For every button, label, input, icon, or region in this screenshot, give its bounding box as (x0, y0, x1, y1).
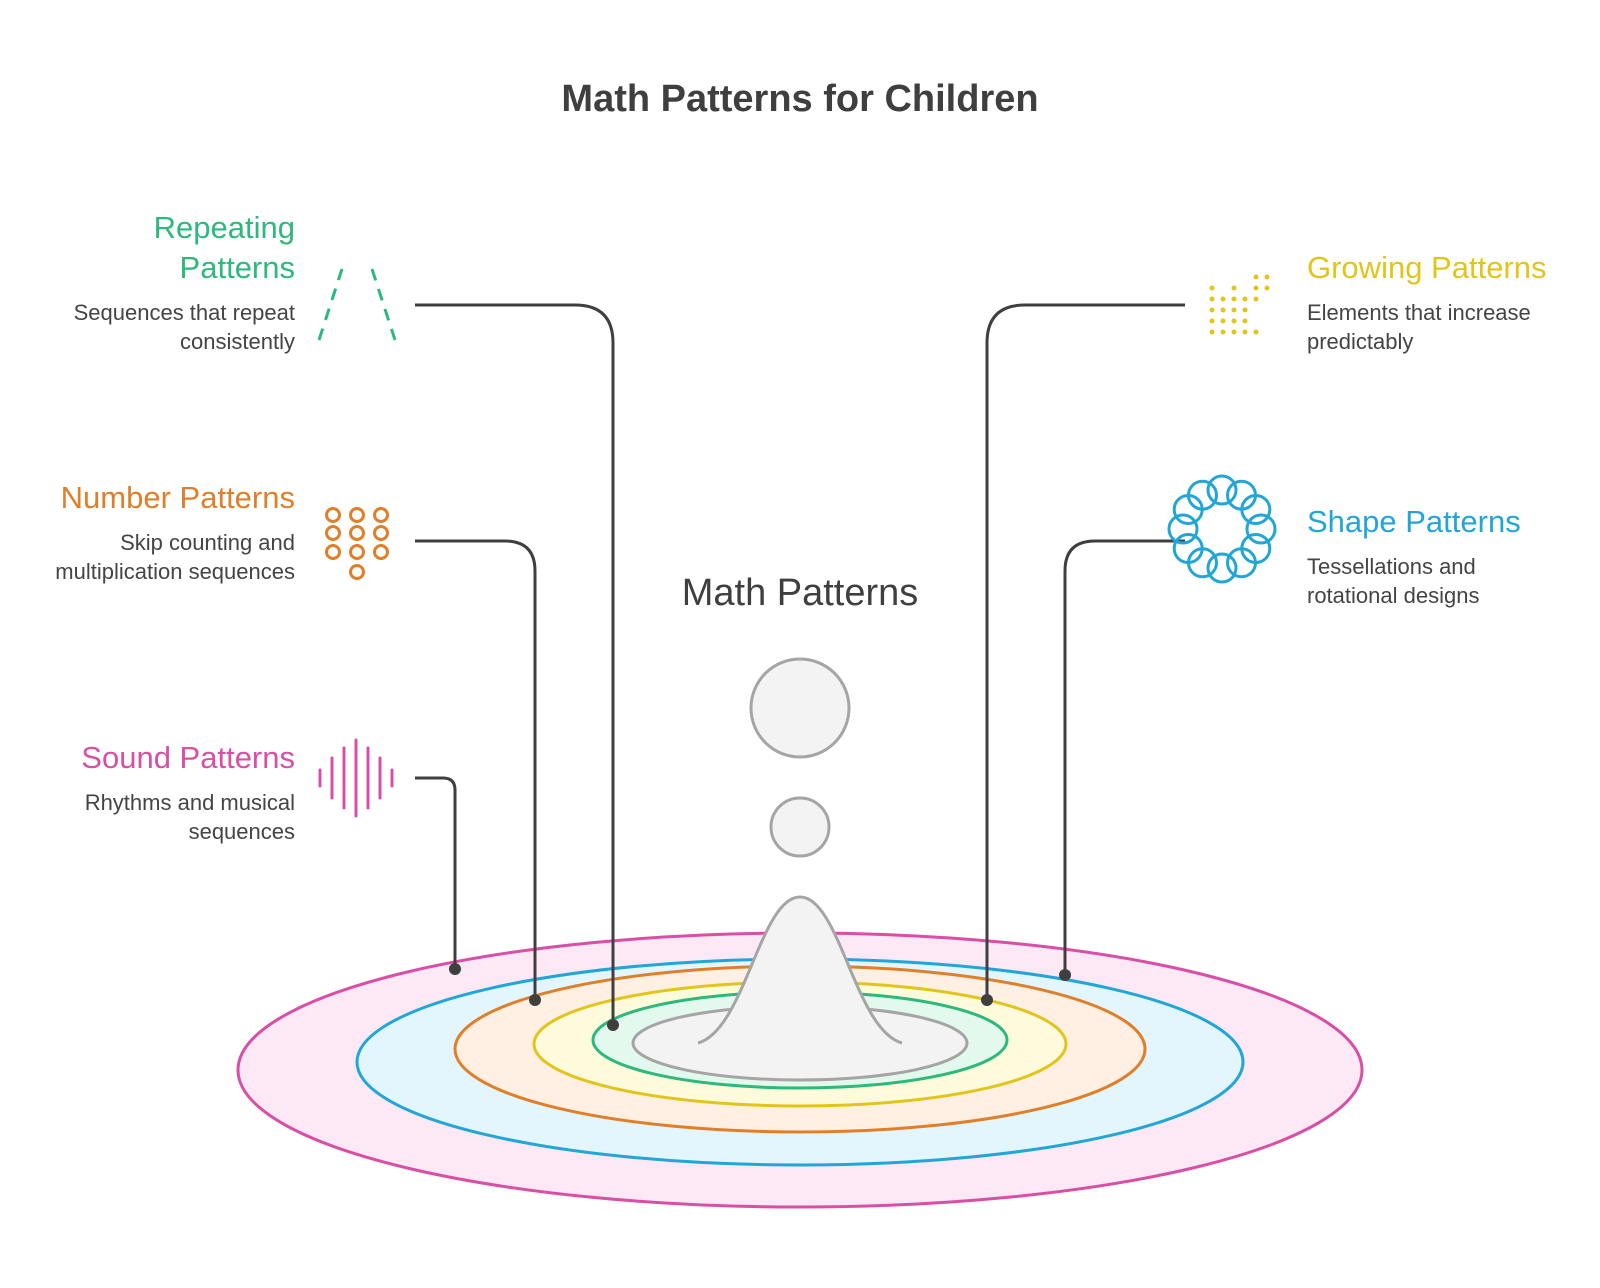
pattern-description: Sequences that repeat consistently (73, 300, 295, 354)
pattern-sound: Sound Patterns Rhythms and musical seque… (30, 738, 295, 846)
droplet-large (749, 657, 851, 759)
page-title: Math Patterns for Children (561, 78, 1039, 120)
connector-repeating (415, 303, 615, 1025)
pattern-growing: Growing Patterns Elements that increase … (1307, 248, 1587, 356)
pattern-description: Elements that increase predictably (1307, 300, 1531, 354)
rosette-icon (1167, 474, 1277, 584)
pattern-heading: Growing Patterns (1307, 250, 1547, 285)
connector-dot-repeating (607, 1019, 619, 1031)
splash-peak (697, 895, 903, 1045)
droplet-small (769, 796, 831, 858)
pattern-number: Number Patterns Skip counting and multip… (30, 478, 295, 586)
connector-dot-growing (981, 994, 993, 1006)
dot-grid-icon (325, 507, 389, 580)
pattern-description: Tessellations and rotational designs (1307, 554, 1480, 608)
connector-sound (415, 776, 457, 969)
pattern-repeating: Repeating Patterns Sequences that repeat… (30, 208, 295, 356)
center-label: Math Patterns (681, 572, 919, 614)
dashed-chevron-icon (317, 268, 397, 341)
pattern-shape: Shape Patterns Tessellations and rotatio… (1307, 502, 1567, 610)
connector-dot-shape (1059, 969, 1071, 981)
connector-growing (985, 303, 1185, 1000)
pattern-heading: Repeating Patterns (153, 210, 295, 285)
sound-wave-icon (318, 738, 394, 818)
pattern-heading: Sound Patterns (81, 740, 295, 775)
pattern-description: Skip counting and multiplication sequenc… (55, 530, 295, 584)
pattern-heading: Number Patterns (60, 480, 295, 515)
connector-shape (1063, 539, 1185, 975)
pattern-heading: Shape Patterns (1307, 504, 1521, 539)
connector-dot-number (529, 994, 541, 1006)
pattern-description: Rhythms and musical sequences (84, 790, 295, 844)
connector-dot-sound (449, 963, 461, 975)
dot-staircase-icon (1209, 274, 1270, 335)
connector-number (415, 539, 537, 1000)
